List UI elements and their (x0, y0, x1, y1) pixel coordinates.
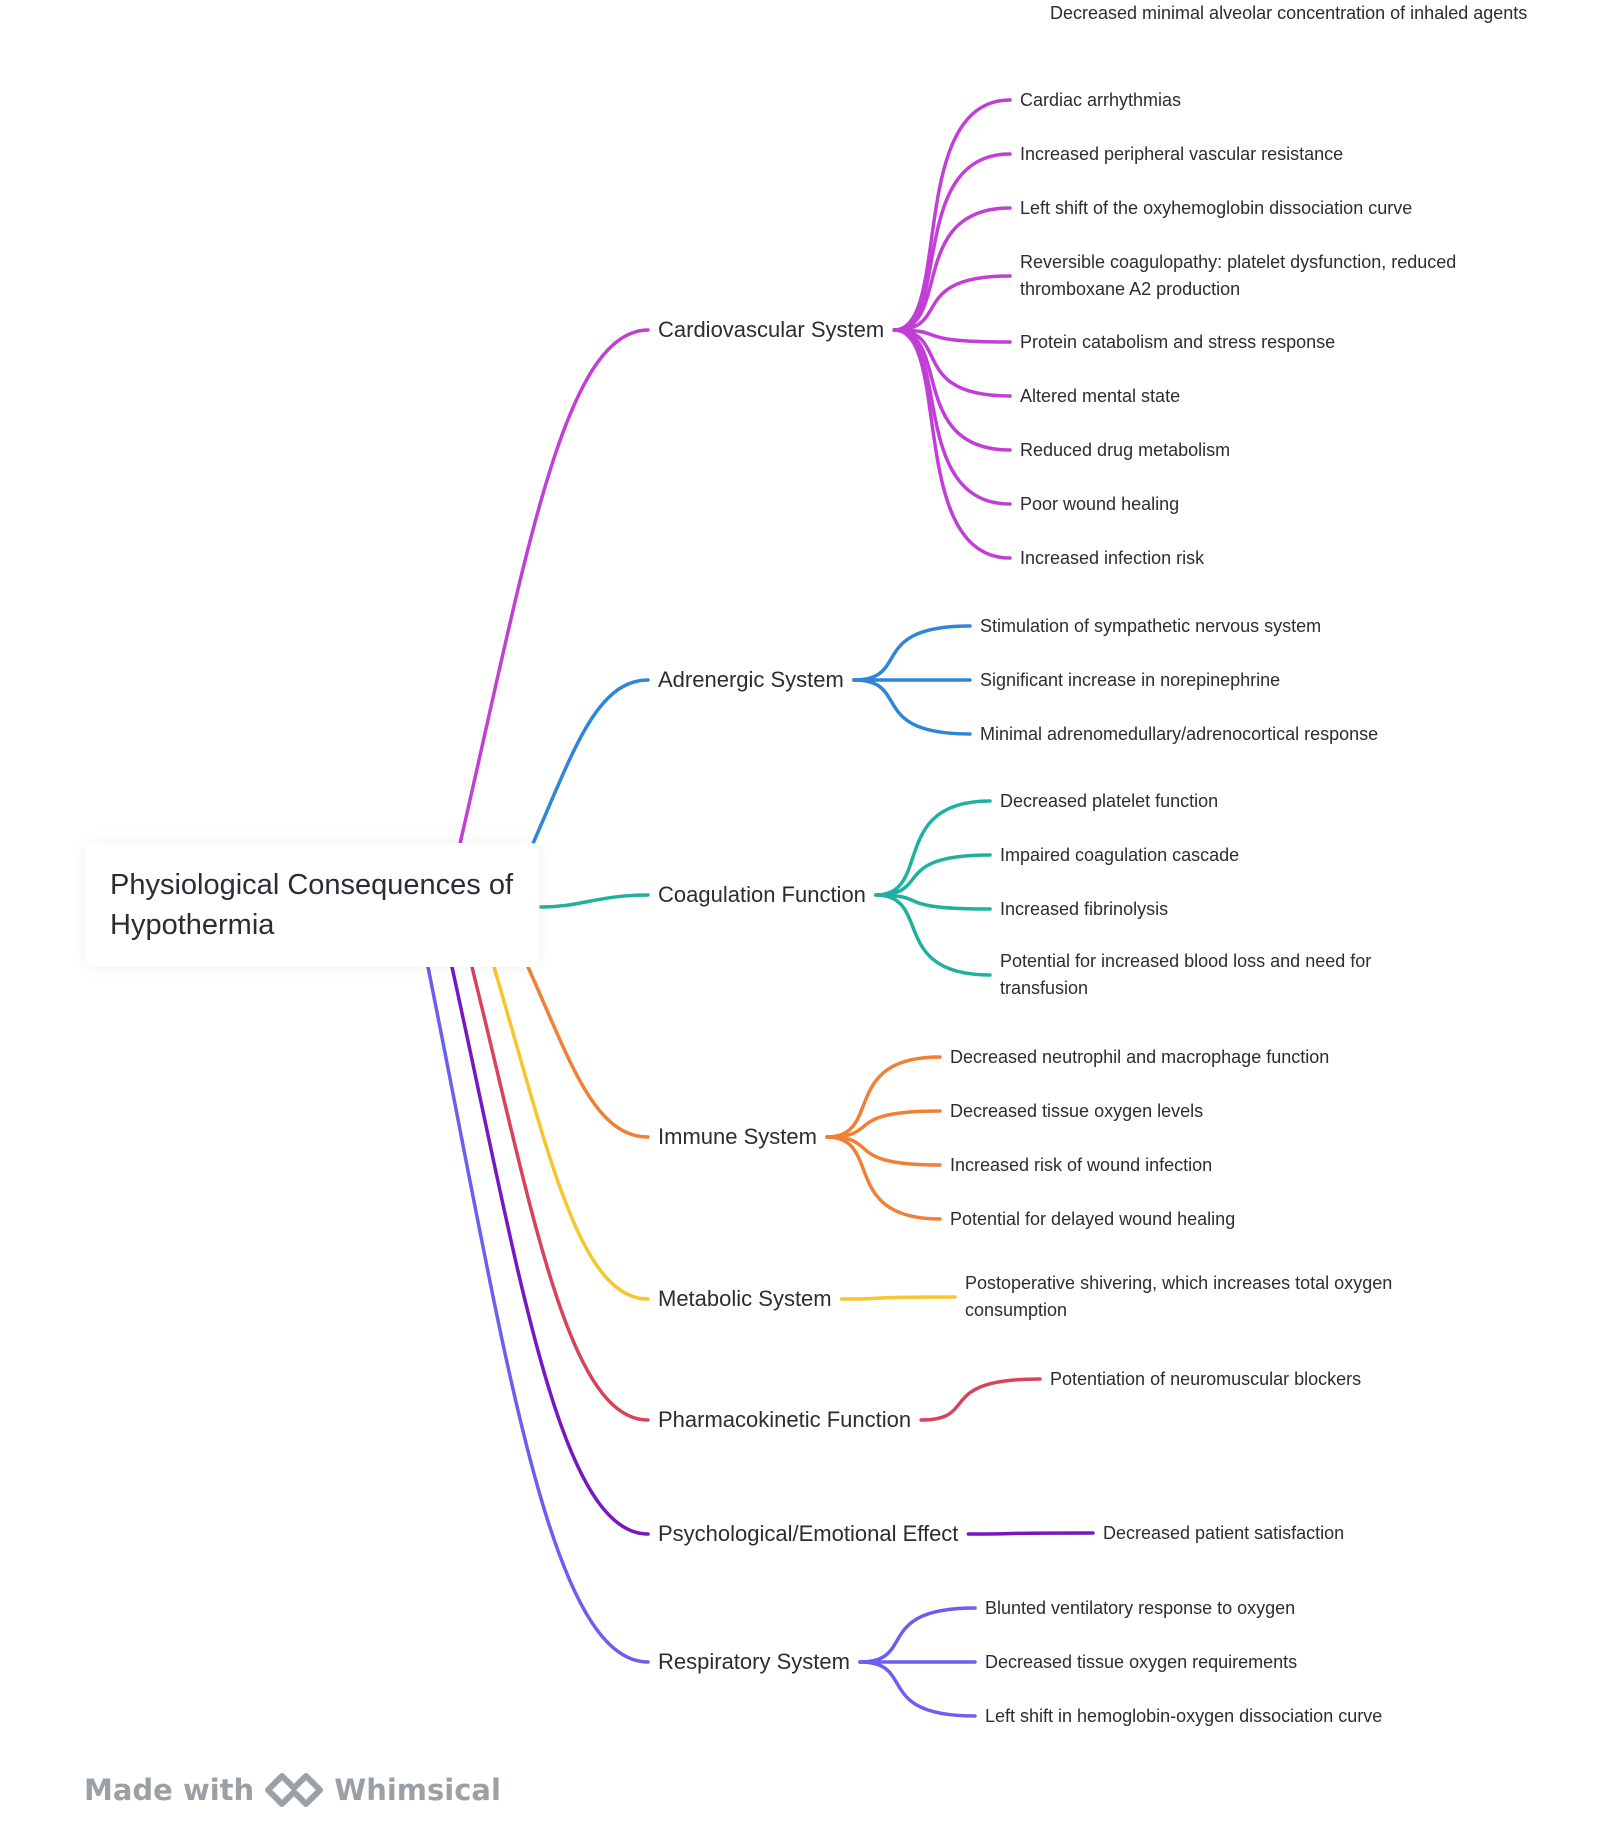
root-connector-4 (492, 965, 650, 1301)
leaf-protein-catabolism[interactable]: Protein catabolism and stress response (1020, 332, 1336, 352)
leaf-connector-0-6 (892, 328, 1012, 452)
branch-immune-system[interactable]: Immune System (658, 1124, 817, 1149)
leaf-left-shift-oxyhemoglobin-curve[interactable]: Left shift of the oxyhemoglobin dissocia… (1020, 198, 1413, 218)
leaf-connector-0-2 (892, 206, 1012, 332)
leaf-increased-peripheral-vascular-resistance[interactable]: Increased peripheral vascular resistance (1020, 144, 1344, 164)
leaf-cardiac-arrhythmias[interactable]: Cardiac arrhythmias (1020, 90, 1182, 110)
root-connector-7 (426, 965, 650, 1664)
root-connector-2 (539, 893, 650, 909)
leaf-connector-3-3 (825, 1135, 942, 1221)
leaf-tissue-oxygen-levels[interactable]: Decreased tissue oxygen levels (950, 1101, 1204, 1121)
leaf-connector-5-0 (919, 1377, 1042, 1422)
made-with-whimsical-watermark[interactable]: Made with Whimsical (84, 1766, 501, 1814)
root-connector-0 (457, 328, 650, 850)
leaf-connector-3-0 (825, 1055, 942, 1139)
leaf-connector-0-3 (892, 274, 1012, 332)
leaf-increased-infection-risk[interactable]: Increased infection risk (1020, 548, 1205, 568)
leaf-connector-2-0 (874, 799, 992, 897)
leaf-connector-6-0 (966, 1531, 1095, 1536)
root-connector-1 (529, 678, 650, 850)
leaf-neuromuscular-blockers[interactable]: Potentiation of neuromuscular blockers (1050, 1369, 1362, 1389)
leaf-wound-infection-risk[interactable]: Increased risk of wound infection (950, 1155, 1213, 1175)
branch-adrenergic-system[interactable]: Adrenergic System (658, 667, 844, 692)
branch-metabolic-system[interactable]: Metabolic System (658, 1286, 832, 1311)
leaf-sympathetic-stimulation[interactable]: Stimulation of sympathetic nervous syste… (980, 616, 1322, 636)
root-connector-6 (450, 965, 650, 1536)
leaf-norepinephrine-increase[interactable]: Significant increase in norepinephrine (980, 670, 1281, 690)
leaf-poor-wound-healing[interactable]: Poor wound healing (1020, 494, 1180, 514)
leaf-connector-0-8 (892, 328, 1012, 560)
branch-psychological-emotional-effect[interactable]: Psychological/Emotional Effect (658, 1521, 959, 1546)
leaf-connector-0-1 (892, 152, 1012, 332)
leaf-decreased-platelet-function[interactable]: Decreased platelet function (1000, 791, 1219, 811)
leaf-connector-2-1 (874, 853, 992, 897)
leaf-connector-0-5 (892, 328, 1012, 398)
leaf-connector-0-4 (892, 328, 1012, 344)
branch-cardiovascular-system[interactable]: Cardiovascular System (658, 317, 885, 342)
leaf-connector-4-0 (839, 1295, 957, 1301)
whimsical-logo-icon (265, 1773, 324, 1807)
leaf-delayed-wound-healing[interactable]: Potential for delayed wound healing (950, 1209, 1236, 1229)
leaf-connector-0-7 (892, 328, 1012, 506)
leaf-altered-mental-state[interactable]: Altered mental state (1020, 386, 1181, 406)
leaf-reduced-drug-metabolism[interactable]: Reduced drug metabolism (1020, 440, 1231, 460)
root-connector-5 (470, 965, 650, 1422)
root-title: Physiological Consequences of Hypothermi… (110, 869, 514, 941)
leaf-impaired-coagulation-cascade[interactable]: Impaired coagulation cascade (1000, 845, 1240, 865)
leaf-postoperative-shivering[interactable]: Postoperative shivering, which increases… (965, 1273, 1393, 1320)
leaf-connector-7-0 (858, 1606, 977, 1664)
leaf-connector-0-0 (892, 98, 1012, 332)
branch-coagulation-function[interactable]: Coagulation Function (658, 882, 866, 907)
leaf-connector-2-3 (874, 893, 992, 977)
leaf-connector-3-2 (825, 1135, 942, 1167)
leaf-connector-7-2 (858, 1660, 977, 1718)
root-node[interactable]: Physiological Consequences of Hypothermi… (86, 843, 538, 967)
leaf-tissue-oxygen-requirements[interactable]: Decreased tissue oxygen requirements (985, 1652, 1298, 1672)
leaf-connector-1-2 (852, 678, 972, 736)
branch-pharmacokinetic-function[interactable]: Pharmacokinetic Function (658, 1407, 912, 1432)
leaf-blood-loss-transfusion[interactable]: Potential for increased blood loss and n… (1000, 951, 1372, 998)
leaf-increased-fibrinolysis[interactable]: Increased fibrinolysis (1000, 899, 1169, 919)
watermark-text: Made with (84, 1773, 255, 1807)
leaf-connector-1-0 (852, 624, 972, 682)
leaf-patient-satisfaction[interactable]: Decreased patient satisfaction (1103, 1523, 1345, 1543)
leaf-decreased-mac[interactable]: Decreased minimal alveolar concentration… (1050, 3, 1528, 23)
root-connector-3 (526, 965, 650, 1139)
branch-respiratory-system[interactable]: Respiratory System (658, 1649, 850, 1674)
leaf-minimal-adrenomedullary-response[interactable]: Minimal adrenomedullary/adrenocortical r… (980, 724, 1379, 744)
leaf-neutrophil-macrophage[interactable]: Decreased neutrophil and macrophage func… (950, 1047, 1330, 1067)
leaf-left-shift-hemoglobin-oxygen[interactable]: Left shift in hemoglobin-oxygen dissocia… (985, 1706, 1383, 1726)
leaf-connector-2-2 (874, 893, 992, 911)
leaf-blunted-ventilatory-response[interactable]: Blunted ventilatory response to oxygen (985, 1598, 1296, 1618)
leaf-reversible-coagulopathy[interactable]: Reversible coagulopathy: platelet dysfun… (1020, 252, 1457, 299)
leaf-connector-3-1 (825, 1109, 942, 1139)
watermark-brand: Whimsical (334, 1773, 501, 1807)
